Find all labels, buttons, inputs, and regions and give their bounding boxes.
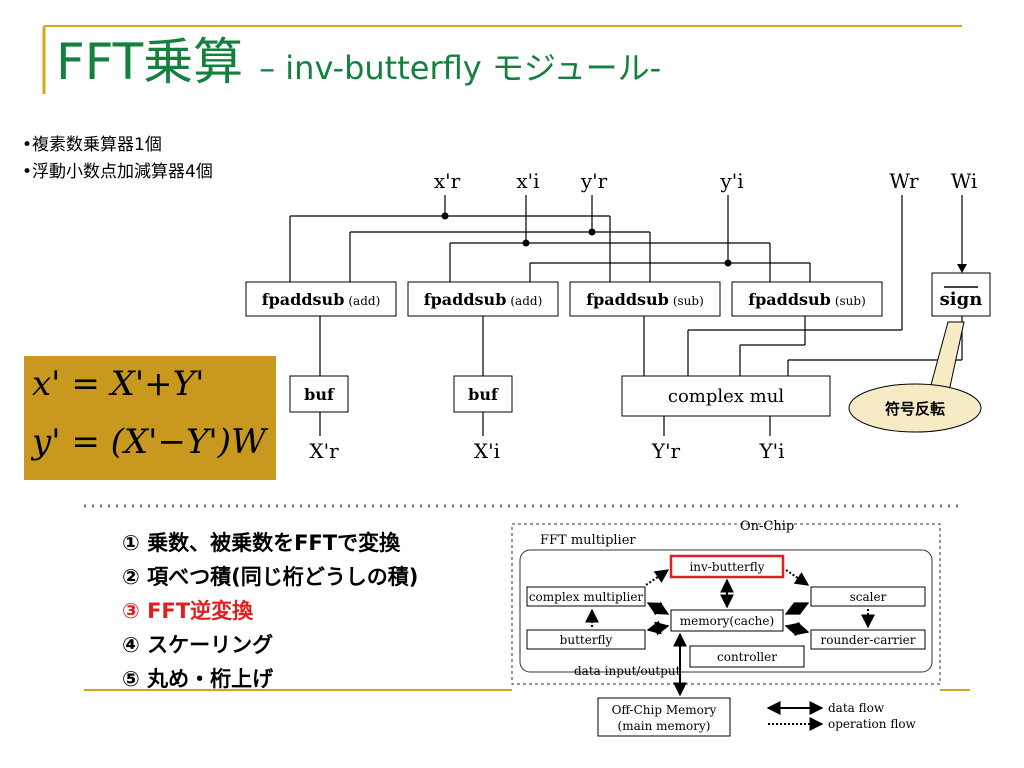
offchip-memory-block: Off-Chip Memory (main memory) xyxy=(597,697,731,737)
sign-invert-callout: 符号反転 xyxy=(848,321,982,433)
buf-2: buf xyxy=(453,375,513,413)
input-yi-label: y'i xyxy=(719,169,743,193)
svg-text:controller: controller xyxy=(717,650,777,664)
svg-text:Off-Chip Memory: Off-Chip Memory xyxy=(612,703,717,717)
formula-line-2: y' = (X'−Y')W xyxy=(32,422,266,462)
step-4: ④ スケーリング xyxy=(122,633,274,657)
output-yr-label: Y'r xyxy=(651,439,681,463)
slide-title: FFT乗算 – inv-butterfly モジュール- xyxy=(56,22,661,94)
svg-text:complex mul: complex mul xyxy=(668,386,784,407)
svg-text:memory(cache): memory(cache) xyxy=(680,614,774,628)
input-xi-label: x'i xyxy=(516,169,539,193)
on-chip-label: On-Chip xyxy=(740,519,794,534)
data-flow-arrows xyxy=(646,578,810,697)
adder-3: fpaddsub(sub) xyxy=(569,281,721,317)
wiring xyxy=(289,195,963,436)
svg-text:buf: buf xyxy=(468,385,499,404)
adder-2: fpaddsub(add) xyxy=(407,281,559,317)
legend-op-flow-label: operation flow xyxy=(828,717,917,731)
input-wr-label: Wr xyxy=(889,169,919,193)
input-yr-label: y'r xyxy=(580,169,608,193)
step-3: ③ FFT逆変換 xyxy=(122,599,254,623)
wi-arrow-head xyxy=(957,264,967,273)
formula-box: x' = X'+Y' y' = (X'−Y')W xyxy=(24,356,276,480)
fft-multiplier-region xyxy=(519,549,933,673)
svg-text:fpaddsub(sub): fpaddsub(sub) xyxy=(748,290,866,309)
formula-line-1: x' = X'+Y' xyxy=(32,364,205,404)
step-1: ① 乗数、被乗数をFFTで変換 xyxy=(122,531,401,555)
adder-4: fpaddsub(sub) xyxy=(731,281,883,317)
output-xr-label: X'r xyxy=(309,439,339,463)
legend-data-flow-label: data flow xyxy=(828,701,885,715)
complex-multiplier-block: complex multiplier xyxy=(526,586,646,607)
svg-text:complex multiplier: complex multiplier xyxy=(529,590,644,604)
output-xi-label: X'i xyxy=(474,439,500,463)
sign-box: sign xyxy=(931,272,991,317)
svg-text:fpaddsub(add): fpaddsub(add) xyxy=(424,290,543,309)
title-subtitle: – inv-butterfly モジュール- xyxy=(259,49,662,87)
buf-1: buf xyxy=(289,375,349,413)
legend: data flow operation flow xyxy=(766,701,917,731)
svg-text:fpaddsub(sub): fpaddsub(sub) xyxy=(586,290,704,309)
sign-label: sign xyxy=(940,289,983,310)
rounder-carrier-block: rounder-carrier xyxy=(810,629,926,650)
inv-butterfly-block: inv-butterfly xyxy=(669,554,785,579)
bullet-multiplier: •複素数乗算器1個 xyxy=(22,135,162,155)
step-2: ② 項べつ積(同じ桁どうしの積) xyxy=(122,565,419,589)
complex-mul-box: complex mul xyxy=(621,375,831,417)
title-main-text: FFT乗算 xyxy=(56,33,244,91)
output-yi-label: Y'i xyxy=(758,439,784,463)
junction-dots xyxy=(441,212,732,267)
svg-text:buf: buf xyxy=(304,385,335,404)
scaler-block: scaler xyxy=(810,586,926,607)
controller-block: controller xyxy=(689,645,805,668)
input-xr-label: x'r xyxy=(434,169,461,193)
svg-text:rounder-carrier: rounder-carrier xyxy=(820,633,915,647)
butterfly-block: butterfly xyxy=(526,629,646,650)
inv-butterfly-circuit: x'r x'i y'r y'i Wr Wi fpaddsub(add) fpad… xyxy=(245,169,991,463)
adder-1: fpaddsub(add) xyxy=(245,281,397,317)
svg-text:fpaddsub(add): fpaddsub(add) xyxy=(262,290,381,309)
step-5: ⑤ 丸め・桁上げ xyxy=(122,667,274,691)
svg-text:butterfly: butterfly xyxy=(560,633,613,647)
svg-text:(main memory): (main memory) xyxy=(618,719,711,733)
memory-block: memory(cache) xyxy=(670,609,784,632)
input-wi-label: Wi xyxy=(951,169,978,193)
data-io-label: data input/output xyxy=(574,664,681,678)
callout-text: 符号反転 xyxy=(885,400,945,418)
bullet-adders: •浮動小数点加減算器4個 xyxy=(22,162,213,182)
fft-multiplier-label: FFT multiplier xyxy=(540,533,636,548)
operation-flow-arrows xyxy=(585,569,875,629)
svg-text:inv-butterfly: inv-butterfly xyxy=(689,560,764,574)
svg-text:scaler: scaler xyxy=(850,590,887,604)
